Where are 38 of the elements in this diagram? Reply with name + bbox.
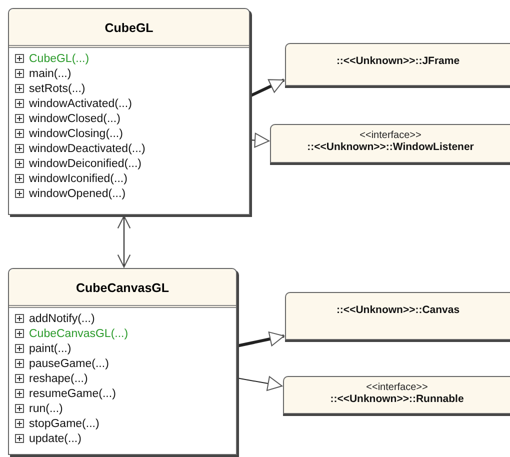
method-name: windowClosed(...) [29,112,120,124]
class-name: CubeGL [9,9,249,48]
method-name: addNotify(...) [29,312,95,324]
class-name: ::<<Unknown>>::JFrame [335,55,461,67]
method-name: windowDeactivated(...) [29,142,146,154]
generalization-arrow [250,132,270,148]
method-name: setRots(...) [29,82,86,94]
method-name: windowIconified(...) [29,172,128,184]
method-name: main(...) [29,68,72,80]
method-name: windowClosing(...) [29,128,123,140]
class-name: CubeCanvasGL [9,269,236,308]
method-name: pauseGame(...) [29,358,109,370]
method-name: CubeCanvasGL(...) [29,328,128,340]
class-name: ::<<Unknown>>::Canvas [335,304,461,316]
class-box [285,43,510,86]
method-name: resumeGame(...) [29,388,116,400]
method-name: windowDeiconified(...) [29,158,142,170]
method-name: windowActivated(...) [29,98,132,110]
class-name: ::<<Unknown>>::Runnable [329,393,465,405]
class-name: ::<<Unknown>>::WindowListener [306,141,475,153]
method-name: windowOpened(...) [29,188,126,200]
generalization-arrow [236,332,284,348]
class-box [8,268,237,455]
method-name: stopGame(...) [29,418,100,430]
class-box [285,292,510,340]
method-name: update(...) [29,432,82,444]
method-name: reshape(...) [29,372,88,384]
association-arrow [117,215,131,268]
class-box [270,124,510,163]
generalization-arrow [236,376,282,391]
generalization-arrow [249,78,285,98]
method-name: CubeGL(...) [29,52,90,64]
stereotype-label: <<interface>> [358,130,422,141]
stereotype-label: <<interface>> [365,382,429,393]
method-name: run(...) [29,402,63,414]
class-box [8,8,250,215]
method-name: paint(...) [29,342,72,354]
class-box [283,376,510,414]
